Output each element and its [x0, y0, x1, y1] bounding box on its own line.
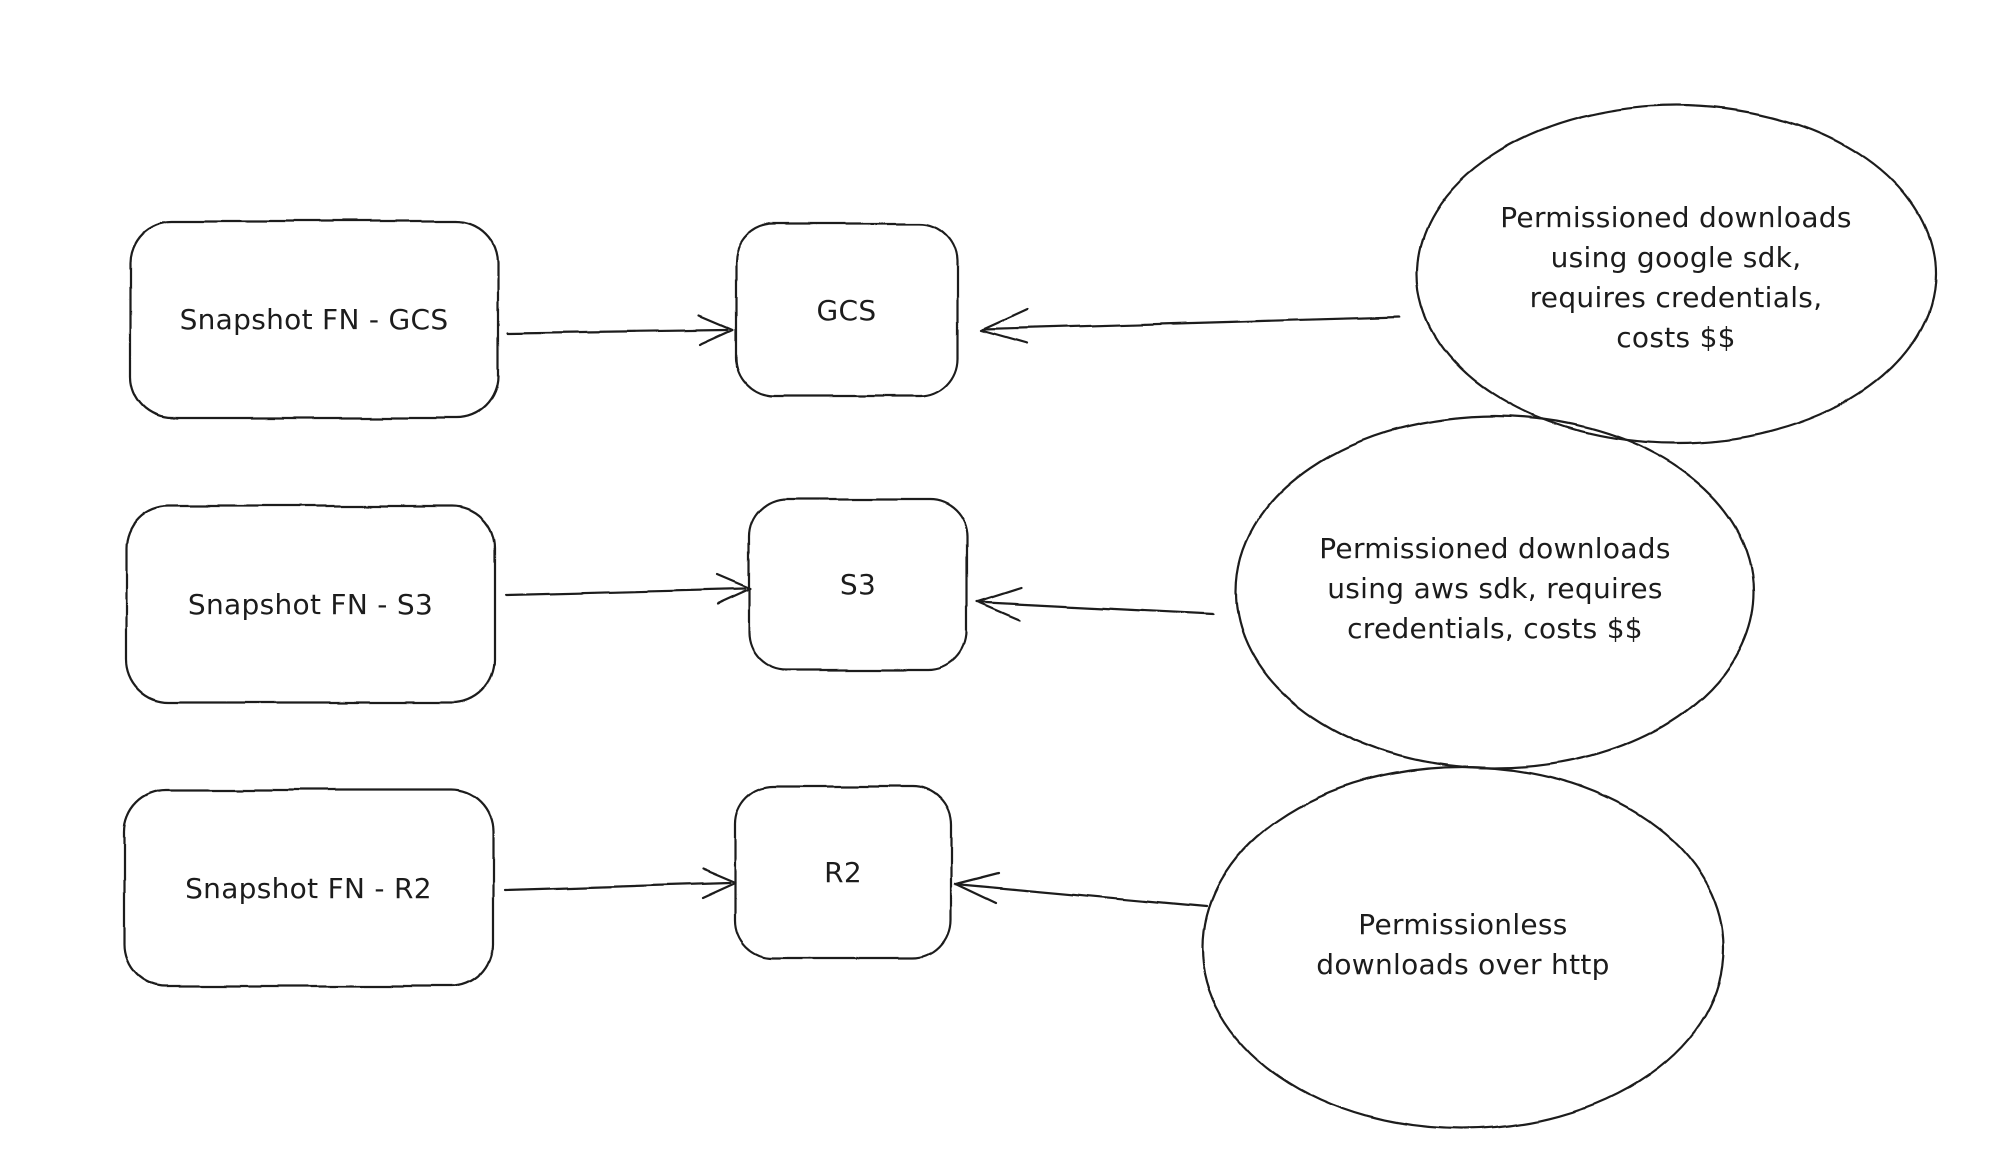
arrow-snapshot-to-gcs — [505, 314, 735, 347]
snapshot-fn-gcs-node — [128, 219, 500, 420]
r2-note-ellipse — [1200, 765, 1726, 1131]
arrow-snapshot-to-s3 — [504, 573, 752, 606]
arrow-r2-note-to-r2 — [953, 871, 1208, 909]
snapshot-fn-s3-node — [124, 504, 497, 704]
gcs-note-ellipse — [1415, 103, 1937, 445]
s3-node — [747, 497, 969, 672]
s3-note-ellipse — [1234, 414, 1756, 770]
gcs-node — [734, 222, 959, 398]
arrow-s3-note-to-s3 — [975, 586, 1215, 622]
r2-node — [733, 785, 953, 960]
arrow-snapshot-to-r2 — [503, 867, 737, 900]
snapshot-fn-r2-node — [122, 788, 495, 988]
arrow-gcs-note-to-gcs — [979, 307, 1402, 345]
